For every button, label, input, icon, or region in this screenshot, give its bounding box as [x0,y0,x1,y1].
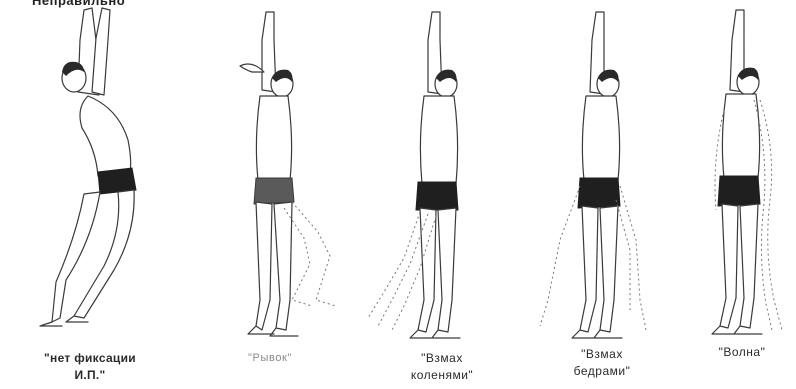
figure-hip-swing [540,12,646,338]
caption-hip-swing-line2: бедрами" [532,363,672,380]
caption-jerk: "Рывок" [200,350,340,367]
caption-wave-line1: "Волна" [672,344,796,361]
caption-knee-swing-line2: коленями" [372,367,512,384]
caption-hip-swing-line1: "Взмах [532,346,672,363]
caption-no-fixation: "нет фиксации И.П." [20,350,160,384]
figure-wave [712,10,782,334]
caption-no-fixation-line1: "нет фиксации [20,350,160,367]
figure-knee-swing [368,12,460,338]
figure-no-fixation [40,8,136,326]
caption-knee-swing-line1: "Взмах [372,350,512,367]
caption-hip-swing: "Взмах бедрами" [532,346,672,380]
figure-jerk [240,12,336,336]
caption-jerk-line1: "Рывок" [200,350,340,367]
caption-no-fixation-line2: И.П." [20,367,160,384]
caption-wave: "Волна" [672,344,796,361]
caption-knee-swing: "Взмах коленями" [372,350,512,384]
